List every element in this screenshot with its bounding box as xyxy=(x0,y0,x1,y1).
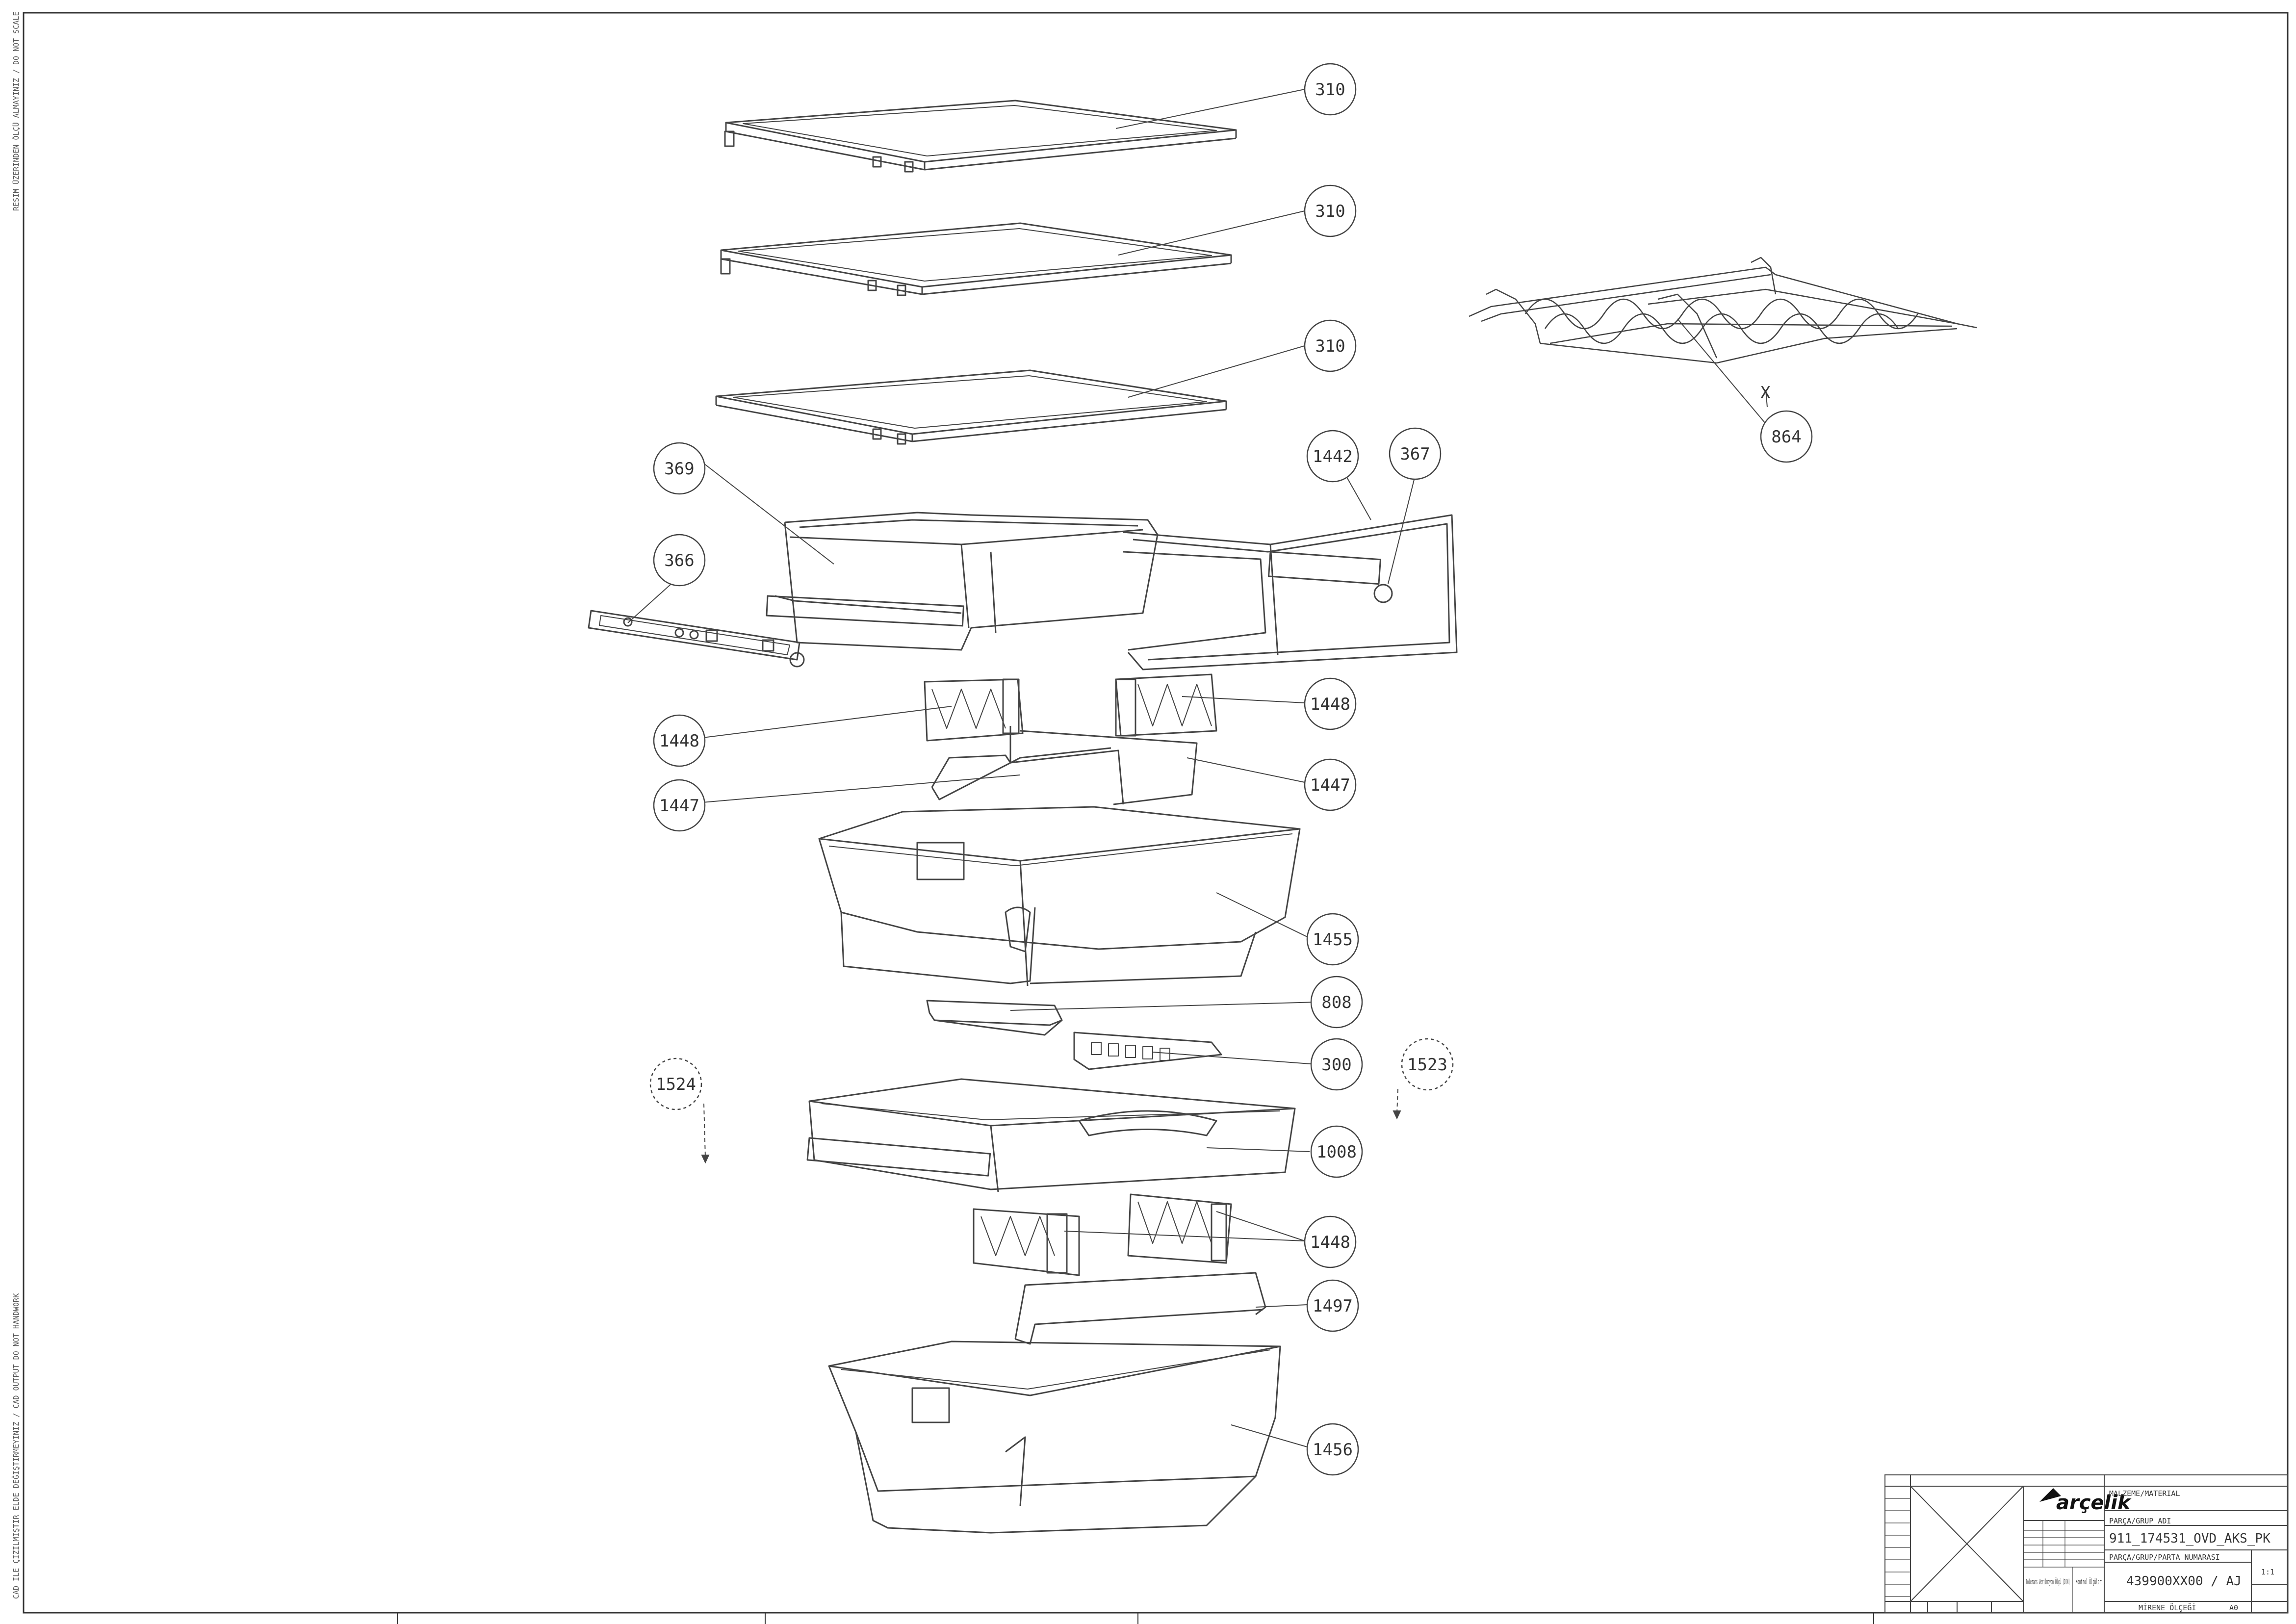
divider-right-lower xyxy=(1127,1193,1232,1264)
callout-864-circle xyxy=(1760,410,1813,463)
callout-310c: 310 xyxy=(1315,336,1345,356)
leader-1448a xyxy=(679,706,952,741)
leader-1447a xyxy=(679,774,1021,805)
leader-1497 xyxy=(1255,1304,1308,1308)
leader-1448c-1 xyxy=(1064,1231,1305,1241)
wine-rack xyxy=(1469,257,1977,364)
sheet-size: A0 xyxy=(2229,1603,2238,1612)
callout-864: 864 xyxy=(1771,427,1801,447)
leader-310a xyxy=(1115,89,1305,129)
telescopic-rail-left xyxy=(588,610,805,668)
callout-1497-circle xyxy=(1306,1279,1359,1332)
callout-310b-circle xyxy=(1304,184,1357,237)
callout-366-circle xyxy=(653,534,706,587)
leader-1524 xyxy=(703,1103,706,1158)
callout-310b: 310 xyxy=(1315,202,1345,221)
callout-1523-circle xyxy=(1401,1038,1454,1091)
glass-shelf-1 xyxy=(724,100,1237,173)
ice-tray xyxy=(1073,1031,1222,1070)
leader-310c xyxy=(1128,345,1305,398)
callout-1448c: 1448 xyxy=(1310,1233,1350,1252)
leader-1455 xyxy=(1216,892,1308,937)
callout-1447a-circle xyxy=(653,779,706,832)
leader-300 xyxy=(1152,1052,1317,1065)
leader-1008 xyxy=(1206,1147,1310,1152)
glass-shelf-2 xyxy=(720,222,1232,296)
callout-1008-circle xyxy=(1310,1125,1363,1178)
material-label: MALZEME/MATERIAL xyxy=(2109,1489,2180,1498)
callout-1456-circle xyxy=(1306,1423,1359,1476)
callout-1448a: 1448 xyxy=(659,731,699,751)
leader-864 xyxy=(1677,318,1769,427)
callout-808: 808 xyxy=(1321,993,1351,1012)
leader-310b xyxy=(1118,210,1305,256)
part-name-label: PARÇA/GRUP ADI xyxy=(2109,1517,2171,1525)
part-number: 439900XX00 / AJ xyxy=(2126,1574,2242,1589)
arrow-1523 xyxy=(1393,1110,1401,1120)
callout-808-circle xyxy=(1310,976,1363,1029)
wine-rack-mark: X xyxy=(1760,383,1771,403)
callout-1448b: 1448 xyxy=(1310,695,1350,714)
arrow-1524 xyxy=(701,1155,710,1164)
callout-1447a: 1447 xyxy=(659,796,699,816)
glass-shelf-3 xyxy=(715,369,1227,445)
callout-367: 367 xyxy=(1400,444,1430,464)
divider-left-lower xyxy=(973,1208,1080,1276)
drawing-code: 911_174531_OVD_AKS_PK xyxy=(2109,1531,2270,1546)
wire-separator-lower xyxy=(1014,1272,1266,1345)
callout-1447b-circle xyxy=(1304,758,1357,811)
brand-name: arçelik xyxy=(2056,1492,2132,1514)
callout-300: 300 xyxy=(1321,1055,1351,1075)
callout-1442: 1442 xyxy=(1313,447,1353,466)
bottom-bin xyxy=(828,1340,1281,1534)
callout-310a: 310 xyxy=(1315,80,1345,100)
callout-1448b-circle xyxy=(1304,677,1357,730)
wine-rack-mark-line xyxy=(1765,389,1768,408)
small-shelf xyxy=(926,1000,1063,1036)
leader-1523 xyxy=(1396,1088,1398,1114)
side-note-top: RESIM ÜZERINDEN ÖLÇÜ ALMAYINIZ / DO NOT … xyxy=(11,12,21,211)
callout-367-circle xyxy=(1389,427,1442,480)
leader-369 xyxy=(703,463,834,565)
control-label: Kontrol Ölçüleri xyxy=(2076,1577,2103,1586)
sheet-label: MİRENE ÖLÇEĞİ xyxy=(2139,1603,2196,1612)
arcelik-logo: arçelik xyxy=(2039,1488,2132,1514)
leader-808 xyxy=(1010,1002,1317,1011)
lower-drawer xyxy=(806,1078,1296,1192)
callout-300-circle xyxy=(1310,1038,1363,1091)
callout-1442-circle xyxy=(1306,430,1359,483)
middle-drawer xyxy=(818,806,1301,986)
tolerance-label: Tolerans Verilmeyen Ölçü (DIN) xyxy=(2026,1577,2070,1586)
callout-1448c-circle xyxy=(1304,1215,1357,1268)
callout-1524-circle xyxy=(649,1057,702,1110)
title-block: arçelik MALZEME/MATERIAL PARÇA/GRUP ADI … xyxy=(1884,1474,2288,1613)
callout-1447b: 1447 xyxy=(1310,775,1350,795)
side-note-bottom: CAD ILE ÇIZILMIŞTIR ELDE DEĞIŞTIRMEYINIZ… xyxy=(11,1293,21,1599)
callout-1008: 1008 xyxy=(1316,1142,1357,1162)
callout-1455-circle xyxy=(1306,913,1359,966)
callout-369-circle xyxy=(653,442,706,495)
callout-310c-circle xyxy=(1304,319,1357,372)
callout-369: 369 xyxy=(664,459,694,479)
callout-366: 366 xyxy=(664,551,694,570)
upper-drawer xyxy=(766,512,1458,670)
leader-1448c-2 xyxy=(1216,1211,1305,1241)
callout-1523: 1523 xyxy=(1407,1055,1447,1075)
callout-1456: 1456 xyxy=(1313,1440,1353,1460)
callout-1497: 1497 xyxy=(1313,1296,1353,1316)
callout-1524: 1524 xyxy=(656,1075,696,1094)
divider-left-upper xyxy=(924,678,1024,742)
leader-1448b xyxy=(1182,696,1305,703)
callout-1455: 1455 xyxy=(1313,930,1353,950)
part-number-label: PARÇA/GRUP/PARTA NUMARASI xyxy=(2109,1553,2220,1562)
drawing-frame xyxy=(23,12,2289,1614)
callout-310a-circle xyxy=(1304,63,1357,116)
leader-1456 xyxy=(1231,1424,1308,1447)
callout-1448a-circle xyxy=(653,714,706,767)
divider-right-upper xyxy=(1115,673,1217,737)
scale: 1:1 xyxy=(2261,1568,2274,1576)
leader-1447b xyxy=(1187,757,1305,783)
